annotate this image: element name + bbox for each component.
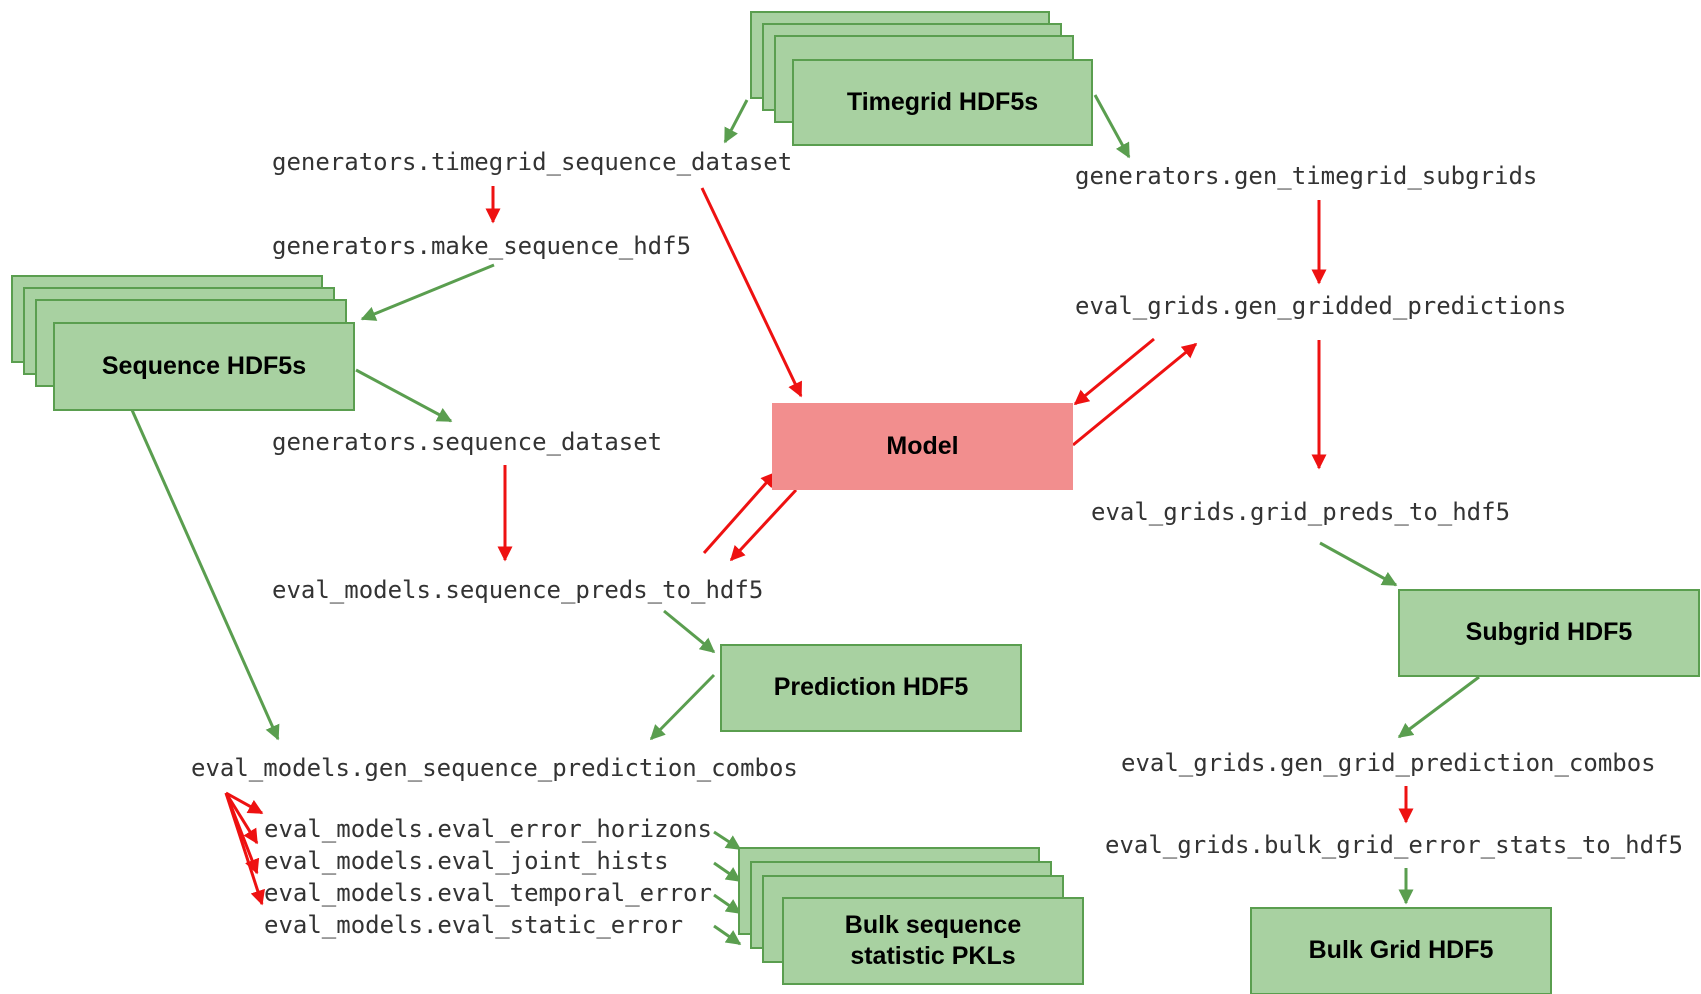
fn-gen-timegrid-subgrids: generators.gen_timegrid_subgrids <box>1075 162 1538 190</box>
fn-make-sequence-hdf5: generators.make_sequence_hdf5 <box>272 232 692 260</box>
arrow-timegrid-sequence-dataset-to-model <box>700 187 803 398</box>
arrow-eval-joint-hists-to-bulk <box>713 861 742 883</box>
model-box: Model <box>772 403 1073 490</box>
fn-gen-gridded-predictions: eval_grids.gen_gridded_predictions <box>1075 292 1567 320</box>
arrow-sequence-preds-to-prediction <box>663 609 716 654</box>
arrow-gen-sequence-combos-to-eval-error-horizons <box>225 791 264 815</box>
fn-gen-sequence-prediction-combos: eval_models.gen_sequence_prediction_comb… <box>191 754 798 782</box>
fn-timegrid-sequence-dataset: generators.timegrid_sequence_dataset <box>272 148 793 176</box>
prediction-hdf5-box: Prediction HDF5 <box>720 644 1022 732</box>
arrow-prediction-to-gen-sequence-combos <box>649 673 716 741</box>
arrow-eval-error-horizons-to-bulk <box>713 830 742 851</box>
sequence-hdf5s-box: Sequence HDF5s <box>53 322 355 411</box>
bulk-sequence-statistic-pkls-box: Bulk sequence statistic PKLs <box>782 897 1084 985</box>
fn-eval-static-error: eval_models.eval_static_error <box>264 911 684 939</box>
arrow-make-sequence-hdf5-to-sequence <box>360 263 495 321</box>
arrow-gridded-predictions-to-model <box>1073 337 1155 406</box>
fn-bulk-grid-error-stats-to-hdf5: eval_grids.bulk_grid_error_stats_to_hdf5 <box>1105 831 1683 859</box>
fn-gen-grid-prediction-combos: eval_grids.gen_grid_prediction_combos <box>1121 749 1656 777</box>
bulk-grid-hdf5-box: Bulk Grid HDF5 <box>1250 907 1552 994</box>
timegrid-hdf5s-box: Timegrid HDF5s <box>792 59 1093 146</box>
arrow-model-to-gridded-predictions <box>1072 342 1198 447</box>
arrow-gen-sequence-combos-to-eval-static-error <box>224 792 265 906</box>
arrow-model-to-sequence-preds <box>729 488 798 562</box>
fn-eval-temporal-error: eval_models.eval_temporal_error <box>264 879 712 907</box>
fn-sequence-dataset: generators.sequence_dataset <box>272 428 663 456</box>
fn-grid-preds-to-hdf5: eval_grids.grid_preds_to_hdf5 <box>1091 498 1511 526</box>
arrow-sequence-to-gen-sequence-combos <box>130 409 280 741</box>
arrow-grid-preds-to-subgrid <box>1319 541 1398 587</box>
arrow-sequence-preds-to-model <box>702 471 777 554</box>
arrow-sequence-to-sequence-dataset <box>355 368 453 423</box>
arrow-eval-static-error-to-bulk <box>713 924 742 946</box>
arrow-timegrid-to-timegrid-sequence-dataset <box>723 99 749 144</box>
arrow-subgrid-to-gen-grid-combos <box>1397 675 1480 739</box>
subgrid-hdf5-box: Subgrid HDF5 <box>1398 589 1700 677</box>
arrow-timegrid-to-gen-timegrid-subgrids <box>1093 94 1131 159</box>
arrow-eval-temporal-error-to-bulk <box>713 893 742 915</box>
fn-eval-joint-hists: eval_models.eval_joint_hists <box>264 847 669 875</box>
fn-eval-error-horizons: eval_models.eval_error_horizons <box>264 815 712 843</box>
fn-sequence-preds-to-hdf5: eval_models.sequence_preds_to_hdf5 <box>272 576 764 604</box>
arrow-gen-sequence-combos-to-eval-joint-hists <box>224 792 259 845</box>
